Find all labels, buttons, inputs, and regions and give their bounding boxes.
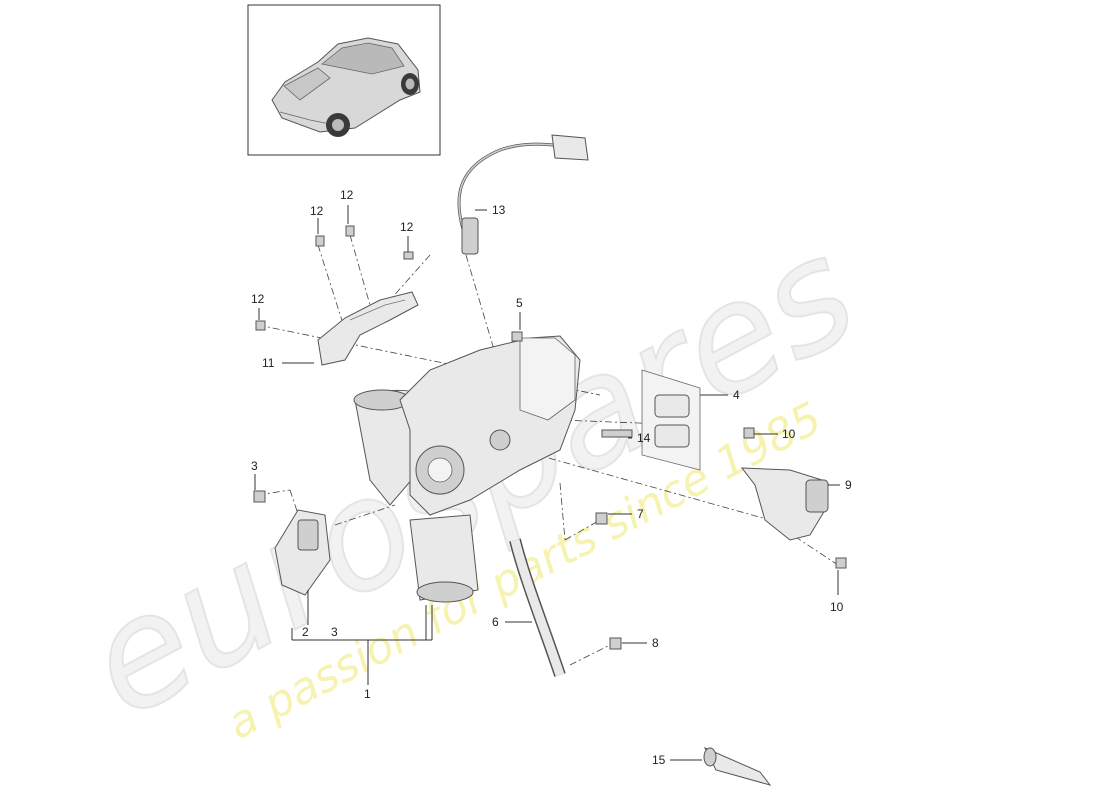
callout-12-d: 12 (251, 292, 265, 306)
callout-11: 11 (262, 356, 275, 370)
callout-13: 13 (492, 203, 506, 217)
callout-14: 14 (637, 431, 651, 445)
callout-1: 1 (364, 687, 371, 701)
callout-labels: 13 12 12 12 12 5 11 4 14 10 3 9 7 10 6 2… (251, 188, 852, 767)
suv-car-icon (271, 37, 421, 137)
vehicle-thumbnail (247, 4, 441, 156)
callout-2: 2 (302, 625, 309, 639)
callout-3-bottom: 3 (331, 625, 338, 639)
callout-5: 5 (516, 296, 523, 310)
exhaust-gasket (641, 369, 701, 471)
callout-7: 7 (637, 507, 644, 521)
coolant-pipe (509, 538, 566, 677)
callout-4: 4 (733, 388, 740, 402)
support-bracket (740, 467, 829, 541)
callout-8: 8 (652, 636, 659, 650)
callout-12-a: 12 (310, 204, 324, 218)
fasteners (253, 225, 847, 650)
turbocharger-assembly (353, 335, 581, 603)
callout-12-b: 12 (340, 188, 354, 202)
wastegate-actuator-bracket (274, 509, 331, 596)
callout-10-bottom: 10 (830, 600, 844, 614)
callout-15: 15 (652, 753, 666, 767)
callout-10-top: 10 (782, 427, 796, 441)
oxygen-sensor (457, 134, 589, 255)
heat-shield-bracket (317, 291, 419, 366)
callout-12-c: 12 (400, 220, 414, 234)
leader-lines (254, 205, 840, 761)
callout-3-left: 3 (251, 459, 258, 473)
sealing-compound-tube (703, 746, 772, 786)
callout-9: 9 (845, 478, 852, 492)
callout-6: 6 (492, 615, 499, 629)
